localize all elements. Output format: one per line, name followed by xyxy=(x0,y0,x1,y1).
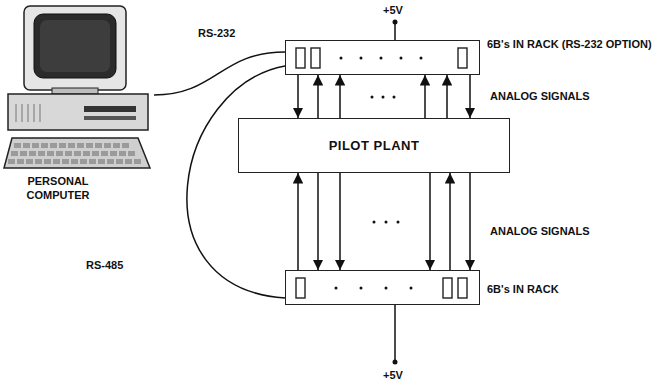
signal-arrow xyxy=(339,75,341,118)
signal-arrow xyxy=(446,75,448,118)
signal-arrow xyxy=(429,173,431,270)
cable-label: RS-485 xyxy=(84,258,125,272)
signal-arrow xyxy=(339,173,341,270)
signal-arrow xyxy=(297,173,299,270)
box-label: PILOT PLANT xyxy=(239,119,509,172)
signal-arrow xyxy=(317,75,319,118)
voltage-label: +5V xyxy=(383,368,403,382)
process-box: PILOT PLANT xyxy=(238,118,510,173)
computer-node: PERSONAL COMPUTER xyxy=(2,2,154,206)
signal-label: ANALOG SIGNALS xyxy=(490,89,590,103)
signal-arrow xyxy=(424,75,426,118)
signal-arrow xyxy=(449,173,451,270)
rack-label: 6B's IN RACK (RS-232 OPTION) xyxy=(487,37,661,51)
signal-arrow xyxy=(317,173,319,270)
rack-modules xyxy=(286,41,481,76)
power-top xyxy=(393,20,398,41)
rack-box: 6B's IN RACK xyxy=(285,270,480,305)
cable-label: RS-232 xyxy=(196,26,237,40)
rack-box: 6B's IN RACK (RS-232 OPTION) xyxy=(285,40,480,75)
rack-modules xyxy=(286,271,481,306)
signal-arrow xyxy=(469,173,471,270)
signal-arrow xyxy=(297,75,299,118)
power-bottom xyxy=(393,305,398,365)
voltage-label: +5V xyxy=(383,3,403,17)
device-label: PERSONAL COMPUTER xyxy=(6,174,110,202)
cable-line xyxy=(154,52,285,95)
computer-illustration xyxy=(2,2,154,172)
rack-label: 6B's IN RACK xyxy=(487,282,559,296)
signal-arrow xyxy=(469,75,471,118)
signal-label: ANALOG SIGNALS xyxy=(490,224,590,238)
cable-line xyxy=(187,66,285,298)
